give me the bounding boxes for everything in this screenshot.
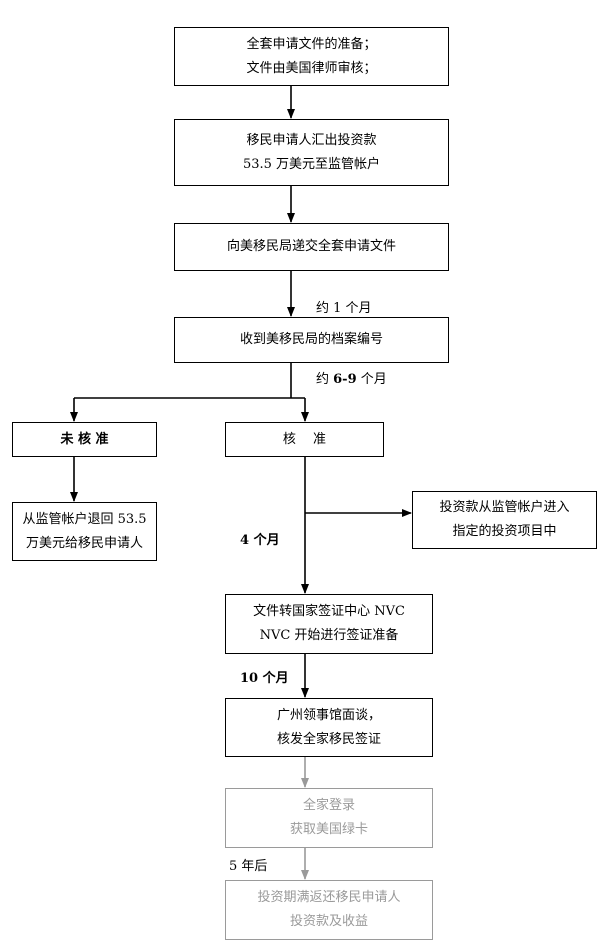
duration-six-nine-number: 6-9 xyxy=(333,372,357,387)
step-invest-line2: 指定的投资项目中 xyxy=(452,524,557,539)
duration-one-month: 约 1 个月 xyxy=(316,301,372,316)
step-receipt-box: 收到美移民局的档案编号 xyxy=(174,317,449,363)
step-return-box: 投资期满返还移民申请人 投资款及收益 xyxy=(225,880,433,940)
step-green-card-box: 全家登录 获取美国绿卡 xyxy=(225,788,433,848)
step-prepare-line2: 文件由美国律师审核； xyxy=(246,60,377,76)
step-transfer-box: 移民申请人汇出投资款 53.5 万美元至监管帐户 xyxy=(174,119,449,186)
step-transfer-line1: 移民申请人汇出投资款 xyxy=(246,132,377,148)
step-interview-line1: 广州领事馆面谈， xyxy=(276,707,381,723)
duration-ten-months: 10 个月 xyxy=(240,671,289,686)
step-transfer-line2: 53.5 万美元至监管帐户 xyxy=(242,156,381,172)
step-nvc-box: 文件转国家签证中心 NVC NVC 开始进行签证准备 xyxy=(225,594,433,654)
step-return-line2: 投资款及收益 xyxy=(289,914,368,929)
step-nvc-line2: NVC 开始进行签证准备 xyxy=(259,628,399,643)
step-return-line1: 投资期满返还移民申请人 xyxy=(257,890,401,905)
step-refund-line2: 万美元给移民申请人 xyxy=(25,535,143,551)
step-green-card-line2: 获取美国绿卡 xyxy=(289,822,368,837)
step-green-card-line1: 全家登录 xyxy=(302,798,355,813)
step-submit-box: 向美移民局递交全套申请文件 xyxy=(174,223,449,271)
step-interview-line2: 核发全家移民签证 xyxy=(276,731,381,747)
step-interview-box: 广州领事馆面谈， 核发全家移民签证 xyxy=(225,698,433,757)
step-approved-line1: 核 准 xyxy=(282,431,327,447)
duration-five-years: 5 年后 xyxy=(229,859,268,874)
step-submit-line1: 向美移民局递交全套申请文件 xyxy=(226,239,396,254)
step-prepare-box: 全套申请文件的准备； 文件由美国律师审核； xyxy=(174,27,449,86)
step-refund-box: 从监管帐户退回 53.5 万美元给移民申请人 xyxy=(12,502,157,561)
duration-six-nine-prefix: 约 xyxy=(316,372,334,387)
step-receipt-line1: 收到美移民局的档案编号 xyxy=(239,332,383,347)
step-refund-line1: 从监管帐户退回 53.5 xyxy=(22,511,147,527)
step-approved-box: 核 准 xyxy=(225,422,384,457)
step-prepare-line1: 全套申请文件的准备； xyxy=(246,36,377,52)
duration-six-nine-months: 约 6-9 个月 xyxy=(316,368,387,387)
step-invest-line1: 投资款从监管帐户进入 xyxy=(439,500,570,515)
step-denied-box: 未 核 准 xyxy=(12,422,157,457)
step-invest-box: 投资款从监管帐户进入 指定的投资项目中 xyxy=(412,491,597,549)
duration-four-months: 4 个月 xyxy=(240,533,280,548)
step-denied-line1: 未 核 准 xyxy=(60,431,109,447)
step-nvc-line1: 文件转国家签证中心 NVC xyxy=(253,604,405,619)
duration-six-nine-suffix: 个月 xyxy=(356,372,387,387)
